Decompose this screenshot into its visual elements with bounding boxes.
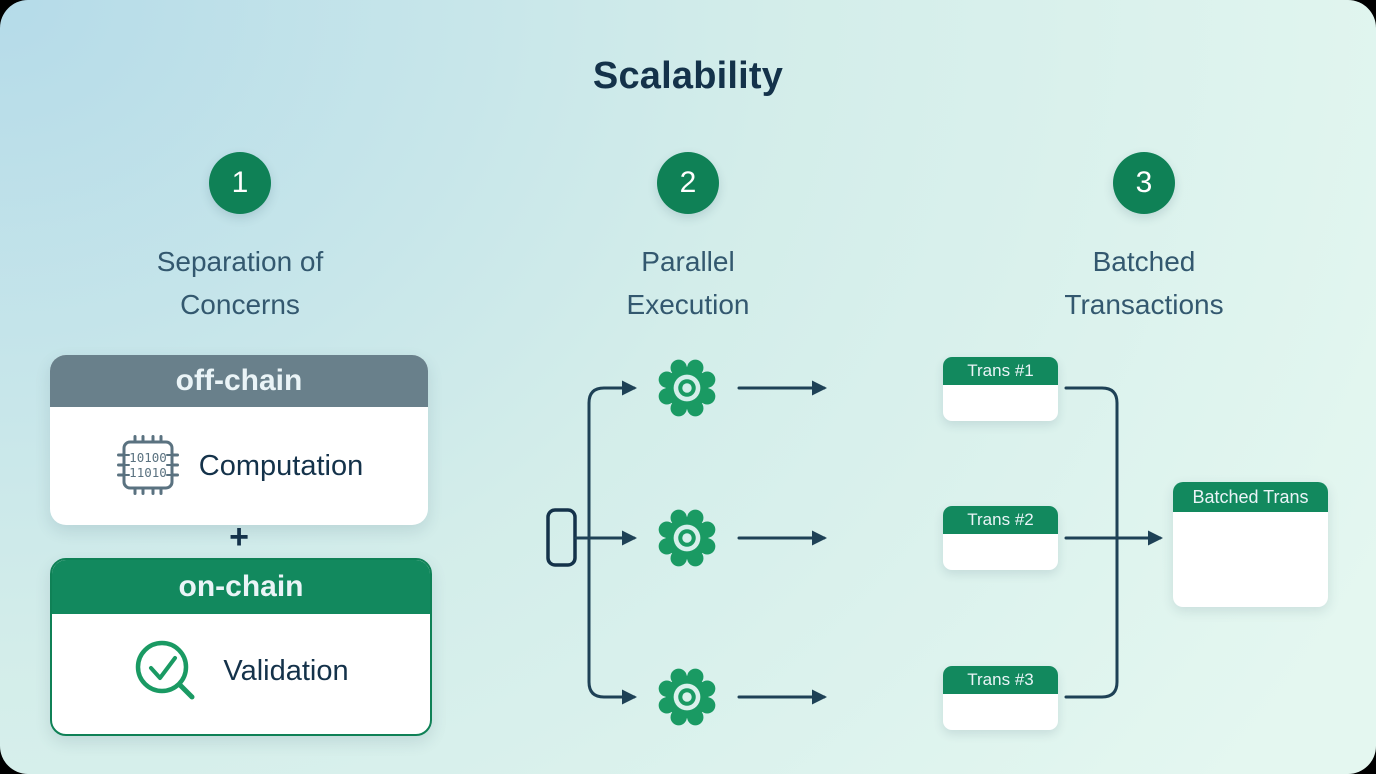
off-chain-body: 10100 11010 Computation — [50, 407, 428, 525]
gear-icon-bottom — [656, 666, 718, 728]
cpu-chip-icon: 10100 11010 — [116, 435, 179, 495]
step-2-number-badge: 2 — [657, 152, 719, 214]
transaction-card-2: Trans #2 — [943, 506, 1058, 570]
step-3-label: Batched Transactions — [1064, 246, 1224, 321]
on-chain-body: Validation — [52, 614, 430, 728]
transaction-card-2-label: Trans #2 — [943, 506, 1058, 534]
validation-label: Validation — [223, 654, 349, 687]
merge-bracket-line — [1064, 386, 1119, 699]
step-2-label: Parallel Execution — [626, 246, 750, 321]
branch-top-arrow — [587, 380, 637, 538]
on-chain-header: on-chain — [52, 560, 430, 614]
step-2-header: 2 Parallel Execution — [528, 152, 848, 327]
batched-transactions-label: Batched Trans — [1173, 482, 1328, 512]
off-chain-panel: off-chain 10100 11010 Computation — [50, 355, 428, 525]
step-3-number-badge: 3 — [1113, 152, 1175, 214]
gear-icon-top — [656, 357, 718, 419]
step-1-header: 1 Separation of Concerns — [80, 152, 400, 327]
branch-bottom-arrow — [587, 538, 637, 705]
batched-transactions-card: Batched Trans — [1173, 482, 1328, 607]
chip-binary-line2: 11010 — [129, 465, 167, 480]
on-chain-panel: on-chain Validation — [50, 558, 432, 736]
input-node — [546, 508, 577, 567]
magnifier-check-icon — [136, 640, 195, 700]
transaction-card-1-label: Trans #1 — [943, 357, 1058, 385]
page-title: Scalability — [592, 55, 784, 97]
step-3-header: 3 Batched Transactions — [984, 152, 1304, 327]
chip-binary-line1: 10100 — [129, 450, 167, 465]
computation-label: Computation — [198, 449, 364, 482]
plus-sign: + — [229, 518, 249, 556]
transaction-card-3-label: Trans #3 — [943, 666, 1058, 694]
step-1-number-badge: 1 — [209, 152, 271, 214]
transaction-card-3: Trans #3 — [943, 666, 1058, 730]
gear-icon-middle — [656, 507, 718, 569]
off-chain-header: off-chain — [50, 355, 428, 407]
step-1-label: Separation of Concerns — [156, 246, 324, 321]
transaction-card-1: Trans #1 — [943, 357, 1058, 421]
